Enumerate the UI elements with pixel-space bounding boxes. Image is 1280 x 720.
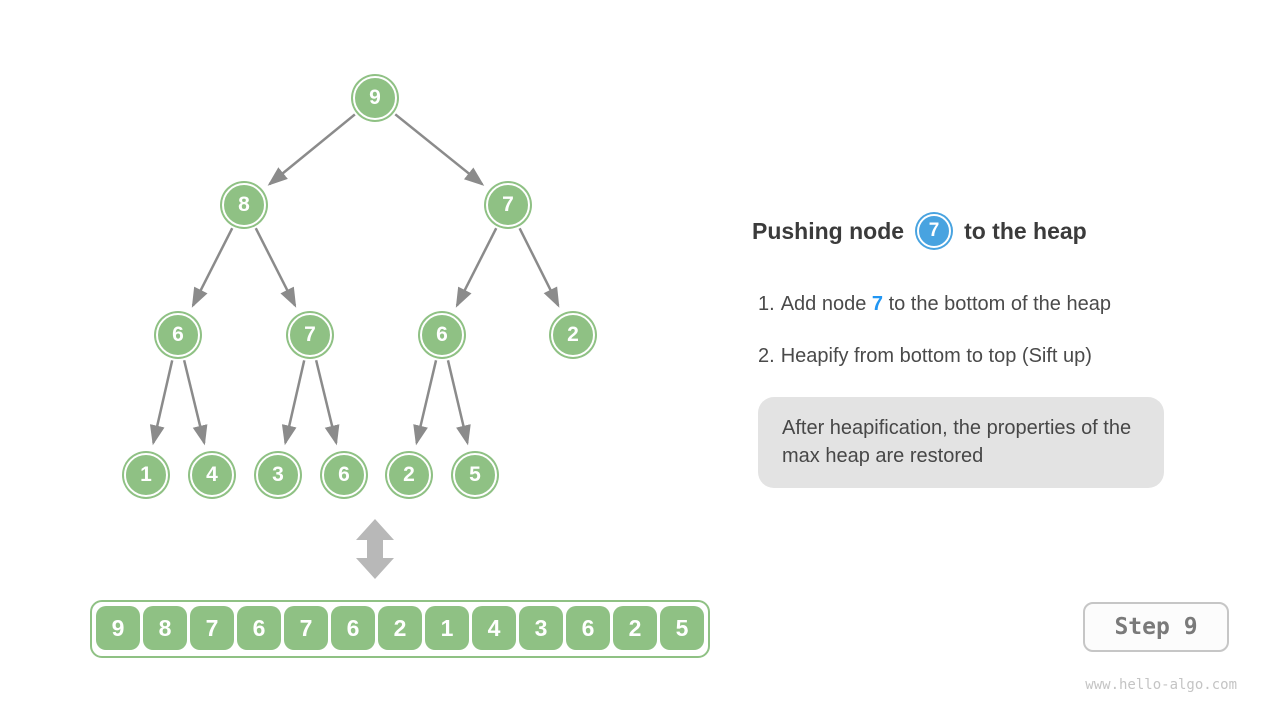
tree-edge	[149, 360, 174, 446]
step-counter-label: Step 9	[1114, 614, 1198, 640]
array-cell: 7	[190, 606, 234, 650]
tree-edge	[314, 359, 340, 446]
note-box: After heapification, the properties of t…	[758, 397, 1164, 488]
array-cell: 1	[425, 606, 469, 650]
array-cell: 8	[143, 606, 187, 650]
step-counter-button[interactable]: Step 9	[1083, 602, 1229, 652]
tree-edge	[446, 360, 471, 446]
tree-edge	[267, 113, 356, 186]
up-down-arrow-icon	[356, 519, 394, 579]
array-cell: 6	[237, 606, 281, 650]
tree-node-8: 8	[222, 183, 266, 227]
tree-edge	[254, 227, 297, 308]
tree-node-1: 1	[124, 453, 168, 497]
tree-edge	[413, 360, 438, 446]
array-cell: 2	[613, 606, 657, 650]
pushed-node-badge: 7	[917, 214, 952, 248]
tree-node-6: 6	[322, 453, 366, 497]
tree-node-7: 7	[288, 313, 332, 357]
step-item-2-number: 2.	[758, 345, 775, 367]
array-cell: 4	[472, 606, 516, 650]
step-item-2-pre: Heapify from bottom to top (Sift up)	[780, 345, 1092, 367]
tree-node-5: 5	[453, 453, 497, 497]
tree-node-6: 6	[420, 313, 464, 357]
step-item-1: 1.Add node 7 to the bottom of the heap	[758, 293, 1111, 316]
step-item-1-number: 1.	[758, 293, 775, 315]
array-cell: 2	[378, 606, 422, 650]
step-item-1-pre: Add node	[780, 293, 872, 315]
tree-edge	[281, 360, 306, 446]
tree-node-6: 6	[156, 313, 200, 357]
array-cell: 9	[96, 606, 140, 650]
array-cell: 5	[660, 606, 704, 650]
tree-node-9: 9	[353, 76, 397, 120]
note-text: After heapification, the properties of t…	[782, 417, 1132, 468]
tree-node-2: 2	[387, 453, 431, 497]
step-item-2: 2.Heapify from bottom to top (Sift up)	[758, 345, 1092, 368]
tree-node-3: 3	[256, 453, 300, 497]
tree-node-7: 7	[486, 183, 530, 227]
tree-edges	[149, 113, 560, 446]
tree-node-4: 4	[190, 453, 234, 497]
array-cell: 7	[284, 606, 328, 650]
step-item-1-highlight: 7	[871, 293, 884, 315]
watermark: www.hello-algo.com	[1085, 677, 1237, 693]
array-cell: 3	[519, 606, 563, 650]
tree-edge	[455, 227, 498, 308]
step-item-1-post: to the bottom of the heap	[883, 293, 1111, 315]
panel-title-prefix: Pushing node	[752, 217, 905, 244]
tree-edge	[518, 227, 560, 308]
array-cell: 6	[331, 606, 375, 650]
panel-title: Pushing node 7 to the heap	[752, 212, 1087, 250]
tree-node-2: 2	[551, 313, 595, 357]
tree-edge	[182, 359, 208, 446]
tree-edge	[191, 227, 234, 308]
array-cell: 6	[566, 606, 610, 650]
pushed-node-value: 7	[928, 220, 940, 241]
panel-title-suffix: to the heap	[964, 217, 1087, 244]
tree-edge	[394, 113, 485, 186]
